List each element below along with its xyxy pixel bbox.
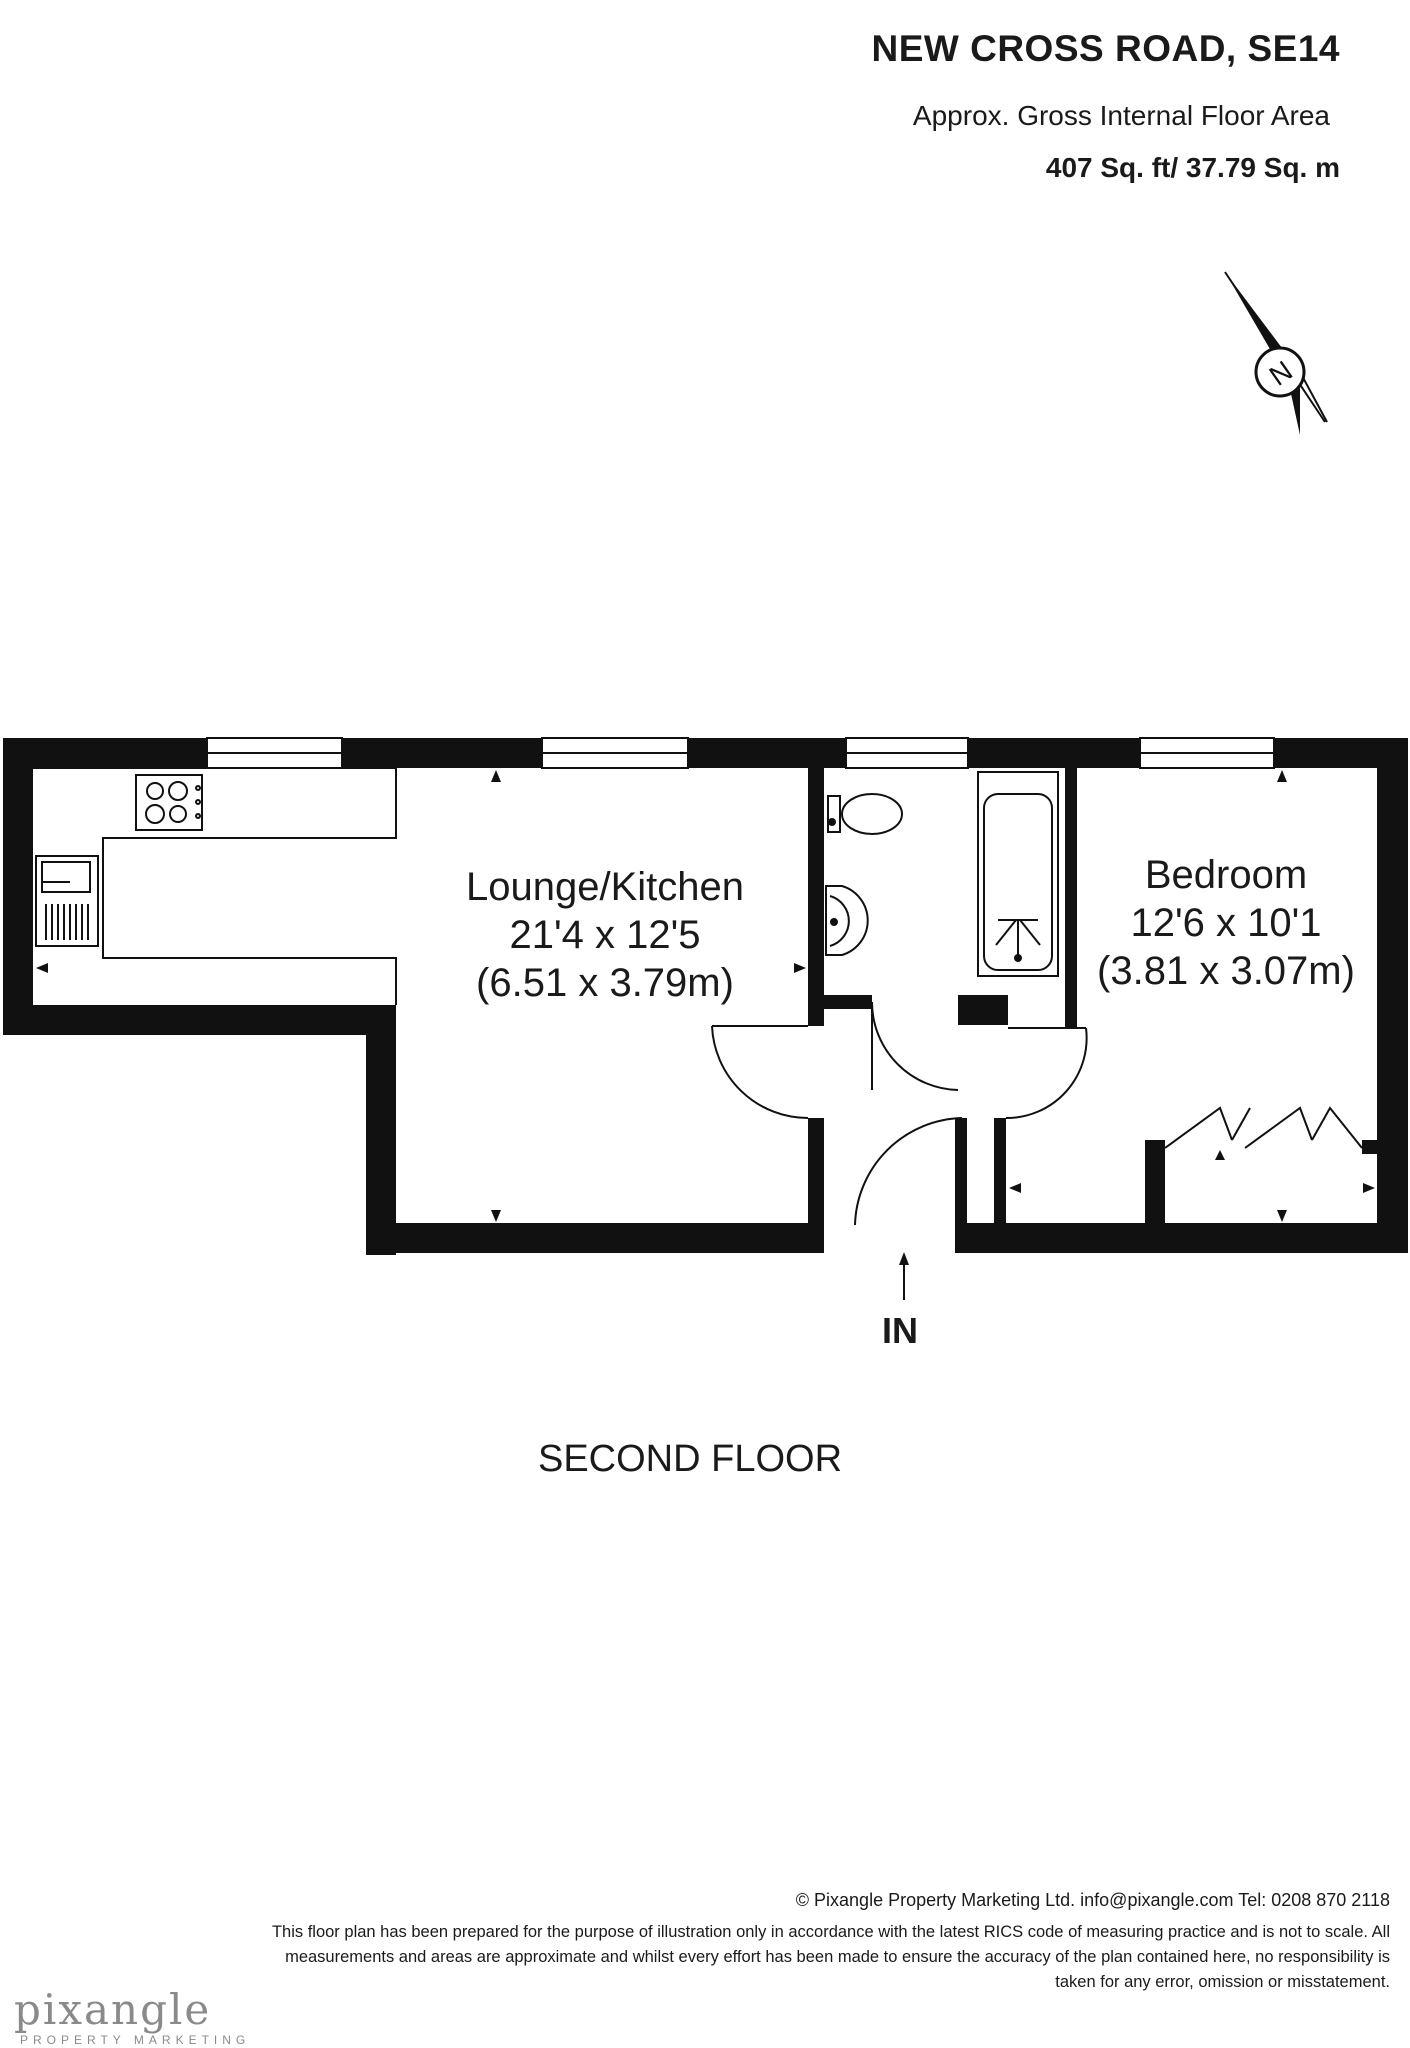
property-title: NEW CROSS ROAD, SE14 bbox=[871, 28, 1340, 69]
sink-icon bbox=[35, 855, 99, 947]
windows bbox=[206, 737, 1275, 769]
kitchen-counter bbox=[33, 767, 397, 1005]
bedroom-name: Bedroom bbox=[1145, 853, 1307, 897]
hob-icon bbox=[135, 774, 203, 831]
floor-level-label: SECOND FLOOR bbox=[537, 1438, 843, 1480]
floor-area-value: 407 Sq. ft/ 37.79 Sq. m bbox=[1045, 152, 1340, 183]
pixangle-logo-subtitle: PROPERTY MARKETING bbox=[20, 2033, 251, 2047]
lounge-name: Lounge/Kitchen bbox=[466, 865, 744, 909]
lounge-dimensions-imperial: 21'4 x 12'5 bbox=[510, 913, 701, 957]
floor-area-label: Approx. Gross Internal Floor Area bbox=[912, 100, 1330, 131]
disclaimer-text: This floor plan has been prepared for th… bbox=[271, 1923, 1390, 1991]
pixangle-logo: pixangle bbox=[14, 1985, 212, 2034]
copyright-text: © Pixangle Property Marketing Ltd. info@… bbox=[795, 1890, 1390, 1910]
entrance-label: IN bbox=[882, 1310, 918, 1351]
dimension-arrows bbox=[36, 770, 1375, 1222]
compass-icon: N bbox=[1224, 271, 1328, 435]
bathtub-icon bbox=[977, 771, 1059, 977]
doors bbox=[711, 1001, 1363, 1228]
bedroom-dimensions-imperial: 12'6 x 10'1 bbox=[1131, 901, 1322, 945]
lounge-dimensions-metric: (6.51 x 3.79m) bbox=[476, 961, 734, 1005]
entrance-arrow-icon bbox=[899, 1252, 909, 1300]
walls bbox=[3, 738, 1408, 1255]
bedroom-dimensions-metric: (3.81 x 3.07m) bbox=[1097, 949, 1355, 993]
basin-icon bbox=[825, 885, 869, 956]
toilet-icon bbox=[827, 793, 903, 835]
